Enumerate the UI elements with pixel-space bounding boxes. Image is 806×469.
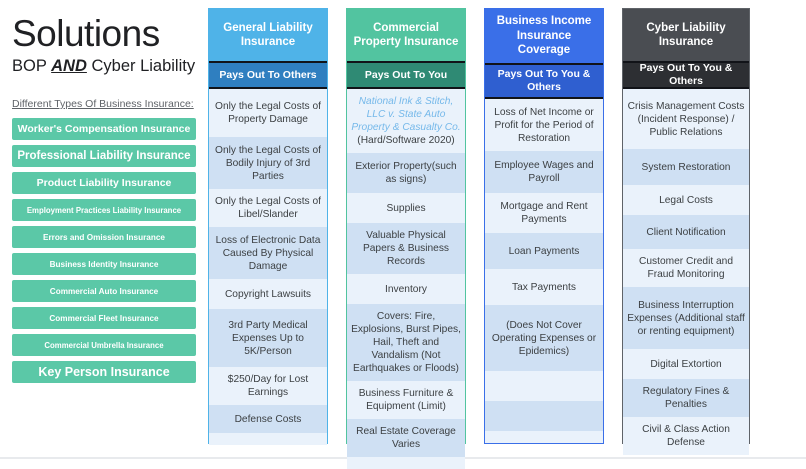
table-row: (Does Not Cover Operating Expenses or Ep… <box>485 305 603 371</box>
list-item-label: Commercial Umbrella Insurance <box>44 340 164 350</box>
column-title: Business Income Insurance Coverage <box>485 9 603 64</box>
table-row-empty <box>485 371 603 401</box>
table-row-empty <box>209 433 327 445</box>
column-payout-badge: Pays Out To You & Others <box>623 61 749 89</box>
column-business-income: Business Income Insurance Coverage Pays … <box>484 8 604 444</box>
list-item-professional-liability[interactable]: Professional Liability Insurance <box>12 145 196 167</box>
table-row: Inventory <box>347 274 465 304</box>
list-item-errors-and-omission[interactable]: Errors and Omission Insurance <box>12 226 196 248</box>
table-row: Customer Credit and Fraud Monitoring <box>623 249 749 287</box>
list-item-label: Worker's Compensation Insurance <box>17 123 191 135</box>
left-panel: Solutions BOP AND Cyber Liability Differ… <box>0 0 208 459</box>
table-row: Crisis Management Costs (Incident Respon… <box>623 89 749 149</box>
list-item-key-person[interactable]: Key Person Insurance <box>12 361 196 383</box>
table-row: Exterior Property(such as signs) <box>347 153 465 193</box>
insurance-types-label: Different Types Of Business Insurance: <box>12 98 194 110</box>
column-body: Crisis Management Costs (Incident Respon… <box>623 89 749 455</box>
list-item-business-identity[interactable]: Business Identity Insurance <box>12 253 196 275</box>
column-payout-badge: Pays Out To You <box>347 61 465 89</box>
subtitle-post: Cyber Liability <box>86 57 196 75</box>
table-row: Loss of Electronic Data Caused By Physic… <box>209 227 327 279</box>
table-row: Employee Wages and Payroll <box>485 151 603 193</box>
list-item-label: Product Liability Insurance <box>36 177 172 189</box>
table-row: 3rd Party Medical Expenses Up to 5K/Pers… <box>209 309 327 367</box>
column-payout-badge: Pays Out To You & Others <box>485 63 603 99</box>
table-row: Real Estate Coverage Varies <box>347 419 465 457</box>
table-row: Covers: Fire, Explosions, Burst Pipes, H… <box>347 304 465 381</box>
table-row: Business Furniture & Equipment (Limit) <box>347 381 465 419</box>
coverage-comparison: General Liability Insurance Pays Out To … <box>208 0 806 469</box>
table-row: Civil & Class Action Defense <box>623 417 749 455</box>
table-row: Mortgage and Rent Payments <box>485 193 603 233</box>
column-body: Loss of Net Income or Profit for the Per… <box>485 99 603 443</box>
column-general-liability: General Liability Insurance Pays Out To … <box>208 8 328 445</box>
table-row: Loan Payments <box>485 233 603 269</box>
column-body: National Ink & Stitch, LLC v. State Auto… <box>347 89 465 469</box>
list-item-workers-compensation[interactable]: Worker's Compensation Insurance <box>12 118 196 140</box>
table-row: Digital Extortion <box>623 349 749 379</box>
column-title: Commercial Property Insurance <box>347 9 465 61</box>
column-title: General Liability Insurance <box>209 9 327 61</box>
subtitle-pre: BOP <box>12 57 52 75</box>
column-title: Cyber Liability Insurance <box>623 9 749 61</box>
list-item-label: Errors and Omission Insurance <box>43 232 165 242</box>
table-row: Copyright Lawsuits <box>209 279 327 309</box>
table-row: Valuable Physical Papers & Business Reco… <box>347 223 465 274</box>
table-row: Defense Costs <box>209 405 327 433</box>
list-item-commercial-umbrella[interactable]: Commercial Umbrella Insurance <box>12 334 196 356</box>
list-item-label: Business Identity Insurance <box>49 259 159 269</box>
table-row: Tax Payments <box>485 269 603 305</box>
table-row: Only the Legal Costs of Property Damage <box>209 89 327 137</box>
table-row: $250/Day for Lost Earnings <box>209 367 327 405</box>
table-row: Supplies <box>347 193 465 223</box>
column-cyber-liability: Cyber Liability Insurance Pays Out To Yo… <box>622 8 750 455</box>
column-payout-badge: Pays Out To Others <box>209 61 327 89</box>
subtitle-emphasis: AND <box>51 57 87 75</box>
list-item-label: Commercial Auto Insurance <box>49 286 159 296</box>
table-row: Legal Costs <box>623 185 749 215</box>
case-citation-note: (Hard/Software 2020) <box>357 135 455 146</box>
table-row: Only the Legal Costs of Libel/Slander <box>209 189 327 227</box>
column-body: Only the Legal Costs of Property Damage … <box>209 89 327 445</box>
list-item-label: Commercial Fleet Insurance <box>49 313 159 323</box>
list-item-commercial-auto[interactable]: Commercial Auto Insurance <box>12 280 196 302</box>
insurance-types-list: Worker's Compensation Insurance Professi… <box>8 118 200 383</box>
table-row: Business Interruption Expenses (Addition… <box>623 287 749 349</box>
table-row: Regulatory Fines & Penalties <box>623 379 749 417</box>
list-item-label: Professional Liability Insurance <box>17 150 191 162</box>
list-item-label: Key Person Insurance <box>38 365 170 379</box>
page-title: Solutions <box>12 13 160 54</box>
column-commercial-property: Commercial Property Insurance Pays Out T… <box>346 8 466 469</box>
list-item-label: Employment Practices Liability Insurance <box>26 205 182 215</box>
table-row-empty <box>485 431 603 443</box>
list-item-employment-practices-liability[interactable]: Employment Practices Liability Insurance <box>12 199 196 221</box>
table-row: Loss of Net Income or Profit for the Per… <box>485 99 603 151</box>
table-row: System Restoration <box>623 149 749 185</box>
list-item-product-liability[interactable]: Product Liability Insurance <box>12 172 196 194</box>
table-row: Only the Legal Costs of Bodily Injury of… <box>209 137 327 189</box>
list-item-commercial-fleet[interactable]: Commercial Fleet Insurance <box>12 307 196 329</box>
page-subtitle: BOP AND Cyber Liability <box>8 56 200 77</box>
table-row: Client Notification <box>623 215 749 249</box>
table-row-case-citation: National Ink & Stitch, LLC v. State Auto… <box>347 89 465 153</box>
table-row-empty <box>485 401 603 431</box>
case-citation-text: National Ink & Stitch, LLC v. State Auto… <box>351 96 461 133</box>
